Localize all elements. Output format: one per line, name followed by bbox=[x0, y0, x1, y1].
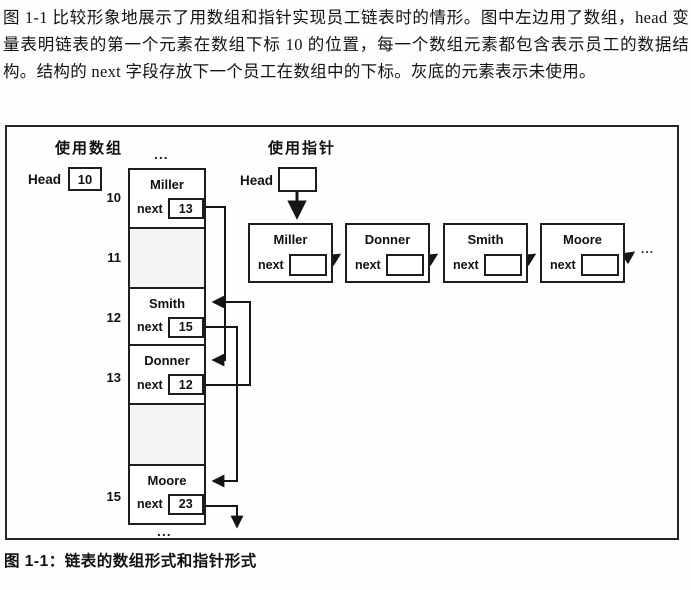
array-head-value-box: 10 bbox=[68, 167, 102, 191]
array-cell-15-name: Moore bbox=[147, 472, 187, 488]
array-index-12: 12 bbox=[106, 310, 121, 325]
next-field-label: next bbox=[453, 258, 479, 272]
connector-arrows bbox=[203, 192, 636, 529]
array-cell-10-name: Miller bbox=[150, 177, 184, 192]
pointer-node-donner-name: Donner bbox=[364, 232, 411, 247]
arrow-array-moore-next-to-cell-23 bbox=[203, 505, 244, 529]
array-section-heading: 使用数组 bbox=[55, 140, 124, 157]
array-cell-15-next-box: 23 bbox=[167, 493, 204, 515]
array-top-ellipsis: ... bbox=[154, 146, 169, 162]
pointer-node-donner-next-box bbox=[385, 254, 424, 276]
array-cell-12: Smith next 15 bbox=[130, 288, 204, 347]
next-field-label: next bbox=[137, 320, 163, 335]
array-bottom-ellipsis: ... bbox=[157, 523, 172, 539]
pointer-node-moore-next-box bbox=[580, 254, 619, 276]
array-cell-13-name: Donner bbox=[144, 353, 190, 369]
array-head-label: Head bbox=[28, 172, 62, 187]
pointer-node-smith-next-box bbox=[483, 254, 522, 276]
intro-paragraph: 图 1-1 比较形象地展示了用数组和指针实现员工链表时的情形。图中左边用了数组，… bbox=[3, 8, 689, 81]
next-field-label: next bbox=[355, 258, 381, 272]
pointer-node-moore: Moore next bbox=[540, 223, 625, 283]
pointer-end-ellipsis: ... bbox=[641, 242, 655, 256]
pointer-section-heading: 使用指针 bbox=[268, 140, 337, 157]
next-field-label: next bbox=[258, 258, 284, 272]
pointer-node-smith-name: Smith bbox=[467, 232, 504, 247]
figure-frame: 使用数组 使用指针 ... Head 10 10 11 12 13 15 Mil… bbox=[5, 125, 679, 540]
array-cell-12-name: Smith bbox=[148, 295, 186, 311]
pointer-node-miller: Miller next bbox=[248, 223, 333, 283]
arrow-array-donner-next-to-cell-12 bbox=[203, 295, 251, 386]
array-cell-15: Moore next 23 bbox=[130, 465, 204, 523]
arrow-array-miller-next-to-cell-13 bbox=[203, 206, 226, 367]
pointer-node-donner: Donner next bbox=[345, 223, 430, 283]
array-cell-10: Miller next 13 bbox=[130, 170, 204, 230]
array-cell-13-next-box: 12 bbox=[167, 374, 204, 396]
array-index-11: 11 bbox=[107, 250, 121, 265]
next-field-label: next bbox=[137, 497, 163, 512]
array-index-13: 13 bbox=[106, 370, 121, 385]
figure-caption: 图 1-1：链表的数组形式和指针形式 bbox=[4, 553, 257, 570]
pointer-node-smith: Smith next bbox=[443, 223, 528, 283]
pointer-head-value-box bbox=[278, 167, 317, 192]
array-column: Miller next 13 Smith next 15 Donner next… bbox=[128, 168, 206, 525]
array-cell-10-next-box: 13 bbox=[167, 198, 204, 219]
next-field-label: next bbox=[550, 258, 576, 272]
array-index-10: 10 bbox=[106, 190, 121, 205]
next-field-label: next bbox=[137, 377, 163, 392]
pointer-head-label: Head bbox=[240, 173, 274, 188]
next-field-label: next bbox=[137, 201, 163, 216]
array-cell-11-unused bbox=[130, 229, 204, 289]
array-cell-13: Donner next 12 bbox=[130, 346, 204, 406]
array-cell-14-unused bbox=[130, 405, 204, 466]
arrow-array-smith-next-to-cell-15 bbox=[203, 326, 238, 488]
array-cell-12-next-box: 15 bbox=[167, 316, 204, 338]
pointer-node-miller-next-box bbox=[288, 254, 327, 276]
pointer-node-miller-name: Miller bbox=[273, 232, 308, 247]
array-index-15: 15 bbox=[106, 489, 121, 504]
pointer-node-moore-name: Moore bbox=[563, 232, 602, 247]
